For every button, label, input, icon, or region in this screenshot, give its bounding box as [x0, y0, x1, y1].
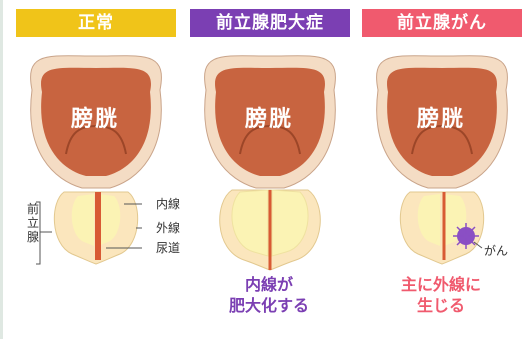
- panel-title: 前立腺肥大症: [190, 9, 350, 37]
- inner-zone-label: 内線: [156, 197, 181, 211]
- panel-title: 前立腺がん: [362, 9, 522, 37]
- left-border: [0, 0, 3, 339]
- prostate-normal-illustration: [30, 55, 162, 265]
- urethra-label: 尿道: [156, 241, 181, 255]
- panel-normal: 正常 膀胱 前立腺 内線 外線 尿道: [10, 0, 180, 339]
- caption-line: 主に外線に: [400, 275, 481, 294]
- prostate-gland: [399, 191, 485, 265]
- prostate-bracket: [36, 201, 52, 265]
- bladder-shape: [30, 55, 162, 189]
- prostate-gland: [53, 191, 139, 265]
- tumor-shape: [453, 223, 479, 249]
- tumor-label: がん: [484, 244, 509, 258]
- bladder-label: 膀胱: [416, 107, 465, 132]
- caption-line: 内線が: [244, 275, 293, 294]
- prostate-label: 前立腺: [27, 202, 40, 244]
- prostate-bph-illustration: [204, 55, 336, 271]
- caption: 主に外線に 生じる: [356, 274, 526, 316]
- prostate-gland-enlarged: [219, 189, 321, 271]
- bladder-label: 膀胱: [244, 107, 293, 132]
- bladder-label: 膀胱: [70, 107, 119, 132]
- caption-line: 生じる: [416, 296, 465, 315]
- bladder-shape: [376, 55, 508, 189]
- caption: 内線が 肥大化する: [184, 274, 354, 316]
- bladder-shape: [204, 55, 336, 189]
- panel-cancer: 前立腺がん 膀胱 がん 主に外線に 生じる: [356, 0, 526, 339]
- outer-zone-label: 外線: [156, 221, 181, 235]
- panel-title: 正常: [16, 9, 176, 37]
- prostate-cancer-illustration: [376, 55, 508, 265]
- caption-line: 肥大化する: [228, 296, 309, 315]
- panel-hyperplasia: 前立腺肥大症 膀胱 内線が 肥大化する: [184, 0, 354, 339]
